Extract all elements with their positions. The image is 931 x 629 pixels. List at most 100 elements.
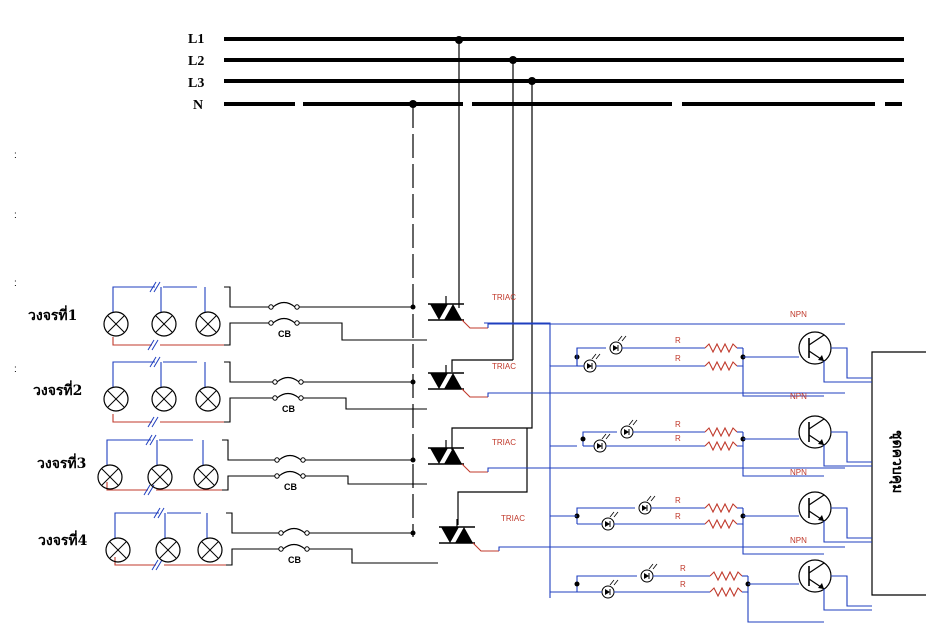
resistor-icon — [704, 502, 738, 514]
junction-dot — [410, 379, 416, 385]
cb-terminal — [300, 457, 306, 463]
resistor-label: R — [675, 434, 681, 443]
lamp-icon — [147, 464, 173, 490]
circuit-breaker-icon — [282, 527, 306, 534]
circuit-label: วงจรที่2 — [33, 380, 82, 399]
npn-transistor-icon — [798, 331, 832, 365]
led-icon — [583, 353, 601, 373]
cb-terminal — [272, 379, 278, 385]
controller-label: ชุดควบคุม — [889, 430, 905, 493]
circuits-group: วงจรที่1CBTRIACNPNRRวงจรที่2CBTRIACNPNRR… — [28, 281, 872, 623]
cb-terminal — [298, 395, 304, 401]
junction-dot — [580, 436, 586, 442]
circuit-label: วงจรที่3 — [37, 453, 86, 472]
circuit-breaker-icon — [272, 317, 296, 324]
npn-label: NPN — [790, 392, 807, 401]
triac-label: TRIAC — [492, 293, 516, 302]
lamp-icon — [105, 537, 131, 563]
npn-transistor-icon — [798, 415, 832, 449]
bus-label-l2: L2 — [188, 54, 204, 69]
triac-icon — [428, 440, 464, 465]
cb-terminal — [274, 473, 280, 479]
triac-icon — [428, 365, 464, 390]
resistor-icon — [704, 360, 738, 372]
lamp-icon — [155, 537, 181, 563]
triac-label: TRIAC — [492, 362, 516, 371]
lamp-icon — [103, 311, 129, 337]
circuit-breaker-icon — [278, 470, 302, 477]
led-icon — [620, 419, 638, 439]
cb-terminal — [298, 379, 304, 385]
circuit-breaker-icon — [272, 301, 296, 308]
bus-label-l3: L3 — [188, 76, 204, 91]
circuit-label: วงจรที่4 — [38, 530, 88, 549]
led-icon — [638, 495, 656, 515]
lamp-icon — [197, 537, 223, 563]
circuit-breaker-icon — [276, 376, 300, 383]
circuit-breaker-icon — [282, 543, 306, 550]
npn-label: NPN — [790, 468, 807, 477]
cb-terminal — [278, 530, 284, 536]
bus-label-n: N — [193, 98, 203, 113]
lamp-icon — [193, 464, 219, 490]
npn-transistor-icon — [798, 559, 832, 593]
bus-label-l1: L1 — [188, 32, 204, 47]
cb-label: CB — [284, 482, 297, 492]
cb-terminal — [278, 546, 284, 552]
cb-terminal — [300, 473, 306, 479]
triac-label: TRIAC — [492, 438, 516, 447]
led-icon — [609, 335, 627, 355]
junction-dot — [574, 581, 580, 587]
margin-mark: : — [14, 278, 17, 289]
led-icon — [593, 433, 611, 453]
resistor-label: R — [675, 512, 681, 521]
cb-terminal — [272, 395, 278, 401]
npn-transistor-icon — [798, 491, 832, 525]
resistor-icon — [704, 342, 738, 354]
circuit-breaker-icon — [276, 392, 300, 399]
junction-dot — [410, 457, 416, 463]
resistor-label: R — [675, 496, 681, 505]
power-drops — [412, 40, 533, 537]
cb-terminal — [268, 304, 274, 310]
npn-label: NPN — [790, 536, 807, 545]
resistor-label: R — [680, 564, 686, 573]
cb-terminal — [274, 457, 280, 463]
circuit-breaker-icon — [278, 454, 302, 461]
circuit-label: วงจรที่1 — [28, 305, 77, 324]
led-icon — [601, 579, 619, 599]
resistor-icon — [704, 518, 738, 530]
junction-dot — [410, 304, 416, 310]
resistor-icon — [704, 426, 738, 438]
cb-terminal — [294, 304, 300, 310]
resistor-label: R — [680, 580, 686, 589]
cb-terminal — [304, 546, 310, 552]
resistor-label: R — [675, 336, 681, 345]
bus-bars: L1 L2 L3 N — [188, 32, 904, 113]
margin-mark: : — [14, 364, 17, 375]
resistor-label: R — [675, 354, 681, 363]
led-icon — [601, 511, 619, 531]
cb-label: CB — [288, 555, 301, 565]
npn-label: NPN — [790, 310, 807, 319]
lamp-icon — [195, 311, 221, 337]
cb-label: CB — [282, 404, 295, 414]
lamp-icon — [151, 311, 177, 337]
junction-dot — [410, 530, 416, 536]
margin-mark: : — [14, 150, 17, 161]
triac-label: TRIAC — [501, 514, 525, 523]
resistor-label: R — [675, 420, 681, 429]
triac-icon — [428, 296, 464, 321]
resistor-icon — [709, 586, 743, 598]
lamp-icon — [103, 386, 129, 412]
resistor-icon — [704, 440, 738, 452]
cb-terminal — [268, 320, 274, 326]
led-icon — [640, 563, 658, 583]
triac-icon — [439, 519, 475, 544]
margin-mark: : — [14, 210, 17, 221]
